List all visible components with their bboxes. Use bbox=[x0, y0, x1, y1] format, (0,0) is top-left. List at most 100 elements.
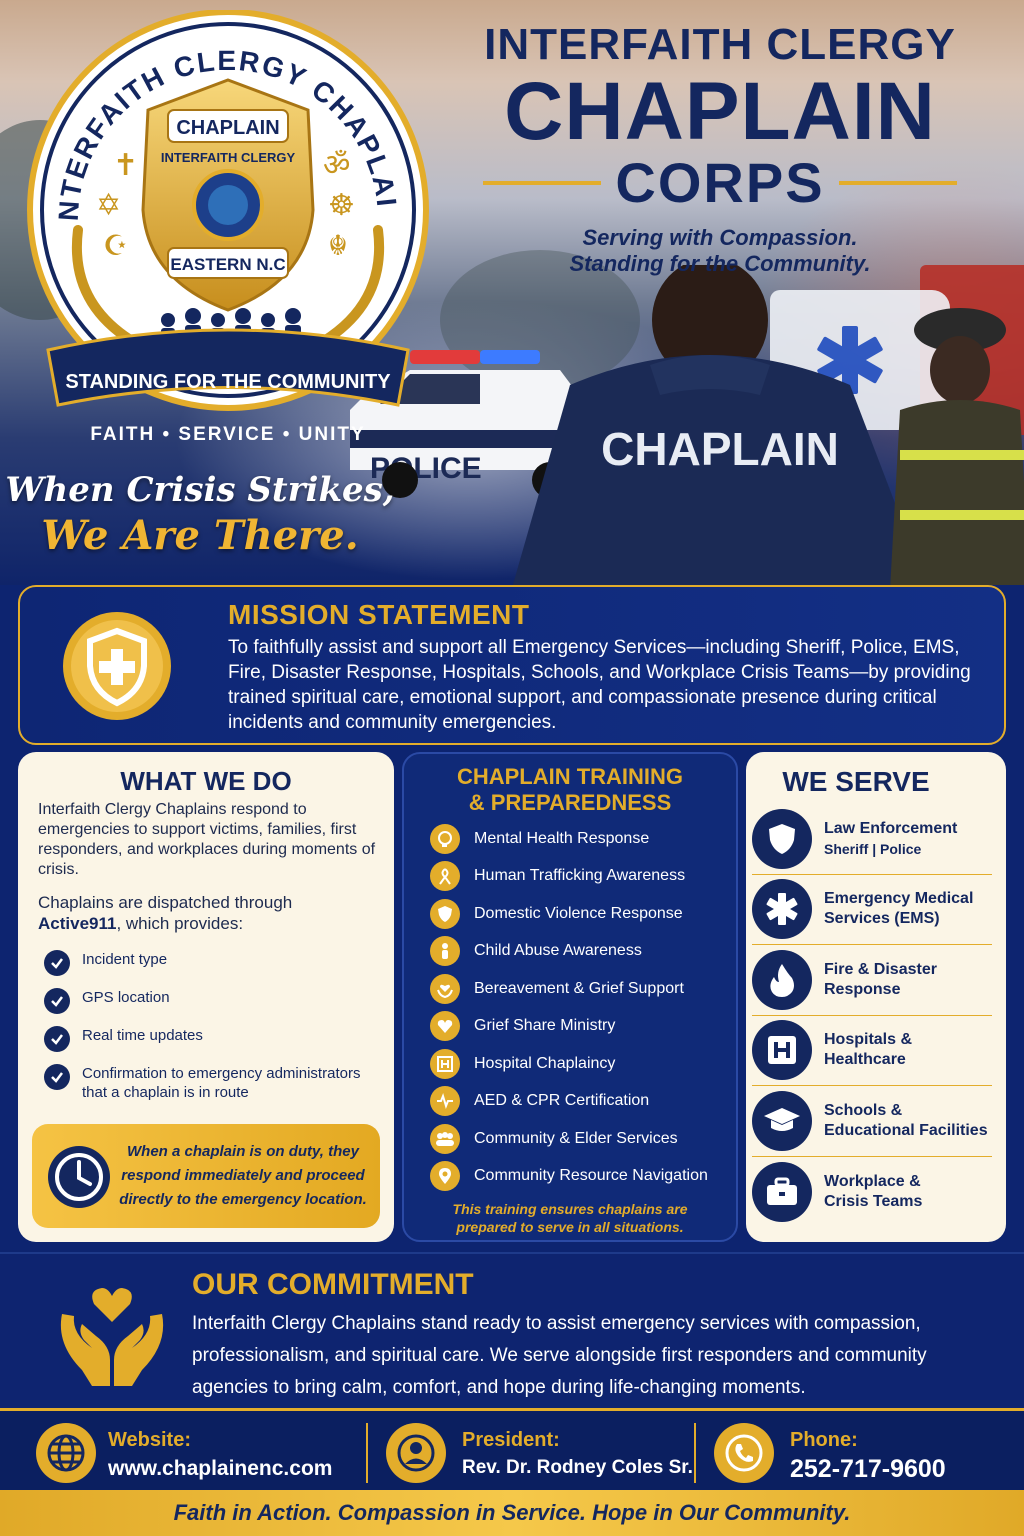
firefighter-image bbox=[890, 308, 1024, 585]
list-item: Domestic Violence Response bbox=[430, 895, 708, 933]
website-link[interactable]: www.chaplainenc.com bbox=[108, 1457, 333, 1480]
phone-number[interactable]: 252-717-9600 bbox=[790, 1455, 946, 1483]
training-list: Mental Health Response Human Trafficking… bbox=[430, 820, 708, 1195]
child-icon bbox=[430, 936, 460, 967]
list-item-label: AED & CPR Certification bbox=[474, 1092, 650, 1110]
serve-item-line2: Response bbox=[824, 980, 901, 998]
training-footer-line1: This training ensures chaplains are bbox=[452, 1201, 688, 1217]
serve-item-line1: Emergency Medical bbox=[824, 890, 974, 908]
president-label: President: bbox=[462, 1429, 560, 1451]
list-item: Real time updates bbox=[44, 1026, 384, 1052]
on-duty-note: When a chaplain is on duty, they respond… bbox=[32, 1124, 380, 1228]
page-title-line3: CORPS bbox=[615, 151, 825, 214]
list-item: AED & CPR Certification bbox=[430, 1083, 708, 1121]
mission-text: To faithfully assist and support all Eme… bbox=[228, 637, 971, 733]
serve-item-line1: Schools & bbox=[824, 1101, 903, 1119]
list-item-label: Child Abuse Awareness bbox=[474, 942, 642, 960]
list-item: GPS location bbox=[44, 988, 384, 1014]
serve-item-line2: Healthcare bbox=[824, 1051, 906, 1069]
list-item: Incident type bbox=[44, 950, 384, 976]
list-item-label: Community Resource Navigation bbox=[474, 1167, 708, 1185]
shield-cross-icon bbox=[63, 612, 171, 720]
president-name: Rev. Dr. Rodney Coles Sr. bbox=[462, 1457, 693, 1478]
om-symbol-icon: ॐ bbox=[323, 149, 350, 182]
dispatch-suffix: , which provides: bbox=[116, 914, 244, 933]
gold-divider bbox=[483, 180, 602, 185]
mission-title: MISSION STATEMENT bbox=[228, 599, 530, 630]
what-we-do-title: WHAT WE DO bbox=[120, 766, 292, 796]
what-we-do-panel: WHAT WE DO Interfaith Clergy Chaplains r… bbox=[18, 752, 394, 1242]
khanda-icon: ☬ bbox=[328, 230, 348, 261]
dispatch-system-name: Active911 bbox=[38, 914, 117, 933]
badge-shield-top-text: CHAPLAIN bbox=[176, 117, 279, 139]
training-panel: CHAPLAIN TRAINING & PREPAREDNESS Mental … bbox=[402, 752, 738, 1242]
we-serve-title: WE SERVE bbox=[782, 766, 930, 797]
crisis-tagline-line2: We Are There. bbox=[41, 512, 359, 559]
shield-icon bbox=[430, 898, 460, 929]
training-title: CHAPLAIN TRAINING & PREPAREDNESS bbox=[404, 764, 736, 816]
checkmark-icon bbox=[44, 988, 70, 1014]
on-duty-note-text: When a chaplain is on duty, they respond… bbox=[119, 1143, 367, 1208]
heart-hands-icon bbox=[60, 1288, 164, 1386]
briefcase-icon bbox=[752, 1161, 812, 1222]
star-of-life-icon bbox=[752, 879, 812, 940]
police-shield-icon bbox=[752, 808, 812, 869]
list-item-label: Bereavement & Grief Support bbox=[474, 979, 684, 997]
head-icon bbox=[430, 823, 460, 854]
serve-item-line2: Educational Facilities bbox=[824, 1121, 988, 1139]
badge-banner-text: STANDING FOR THE COMMUNITY bbox=[65, 371, 391, 393]
dispatch-text: Chaplains are dispatched through Active9… bbox=[38, 892, 378, 934]
list-item-label: Confirmation to emergency administrators… bbox=[82, 1065, 361, 1101]
list-item-label: Domestic Violence Response bbox=[474, 904, 683, 922]
commitment-section: OUR COMMITMENT Interfaith Clergy Chaplai… bbox=[0, 1252, 1024, 1408]
list-item: Mental Health Response bbox=[430, 820, 708, 858]
mission-statement-panel: MISSION STATEMENT To faithfully assist a… bbox=[18, 585, 1006, 745]
star-of-life-icon bbox=[817, 326, 883, 394]
list-item: Schools & Educational Facilities bbox=[752, 1086, 992, 1157]
globe-icon bbox=[36, 1423, 96, 1483]
page-title-block: INTERFAITH CLERGY CHAPLAIN CORPS Serving… bbox=[430, 20, 1010, 277]
ribbon-icon bbox=[430, 861, 460, 892]
list-item: Hospitals & Healthcare bbox=[752, 1016, 992, 1086]
website-contact[interactable]: Website: www.chaplainenc.com bbox=[0, 1411, 360, 1493]
training-footer-line2: prepared to serve in all situations. bbox=[456, 1219, 684, 1235]
list-item: Human Trafficking Awareness bbox=[430, 858, 708, 896]
people-icon bbox=[430, 1123, 460, 1154]
serve-item-line2: Crisis Teams bbox=[824, 1192, 923, 1210]
page-subtitle: Serving with Compassion. Standing for th… bbox=[430, 225, 1010, 277]
list-item: Community Resource Navigation bbox=[430, 1158, 708, 1196]
what-we-do-intro: Interfaith Clergy Chaplains respond to e… bbox=[38, 801, 376, 878]
phone-icon bbox=[714, 1423, 774, 1483]
list-item: Workplace & Crisis Teams bbox=[752, 1157, 992, 1228]
list-item-label: Grief Share Ministry bbox=[474, 1017, 616, 1035]
training-footer: This training ensures chaplains are prep… bbox=[404, 1200, 736, 1236]
graduation-cap-icon bbox=[752, 1090, 812, 1151]
serve-item-line1: Fire & Disaster bbox=[824, 960, 937, 978]
badge-shield-mid-text: INTERFAITH CLERGY bbox=[161, 150, 296, 165]
serve-item-line1: Hospitals & bbox=[824, 1031, 913, 1049]
cross-symbol-icon: ✝ bbox=[113, 149, 138, 182]
crisis-tagline: When Crisis Strikes, We Are There. bbox=[0, 470, 400, 559]
chaplain-figure-image: CHAPLAIN bbox=[512, 265, 927, 585]
location-pin-icon bbox=[430, 1161, 460, 1192]
contact-bar: Website: www.chaplainenc.com President: … bbox=[0, 1408, 1024, 1490]
person-icon bbox=[386, 1423, 446, 1483]
phone-contact[interactable]: Phone: 252-717-9600 bbox=[698, 1411, 1024, 1493]
page-title-line1: INTERFAITH CLERGY bbox=[484, 20, 956, 69]
jacket-chaplain-label: CHAPLAIN bbox=[601, 423, 839, 475]
serve-item-line1: Workplace & bbox=[824, 1172, 921, 1190]
list-item-label: Hospital Chaplaincy bbox=[474, 1054, 616, 1072]
serve-item-line1: Law Enforcement bbox=[824, 819, 958, 837]
badge-shield-bottom-text: EASTERN N.C bbox=[170, 255, 285, 274]
subtitle-line1: Serving with Compassion. bbox=[582, 225, 858, 250]
gold-divider bbox=[838, 180, 957, 185]
pulse-icon bbox=[430, 1086, 460, 1117]
phone-label: Phone: bbox=[790, 1429, 858, 1451]
checkmark-icon bbox=[44, 1026, 70, 1052]
commitment-text: Interfaith Clergy Chaplains stand ready … bbox=[192, 1313, 927, 1398]
contact-divider bbox=[366, 1423, 368, 1483]
page-title-line3-row: CORPS bbox=[430, 150, 1010, 215]
